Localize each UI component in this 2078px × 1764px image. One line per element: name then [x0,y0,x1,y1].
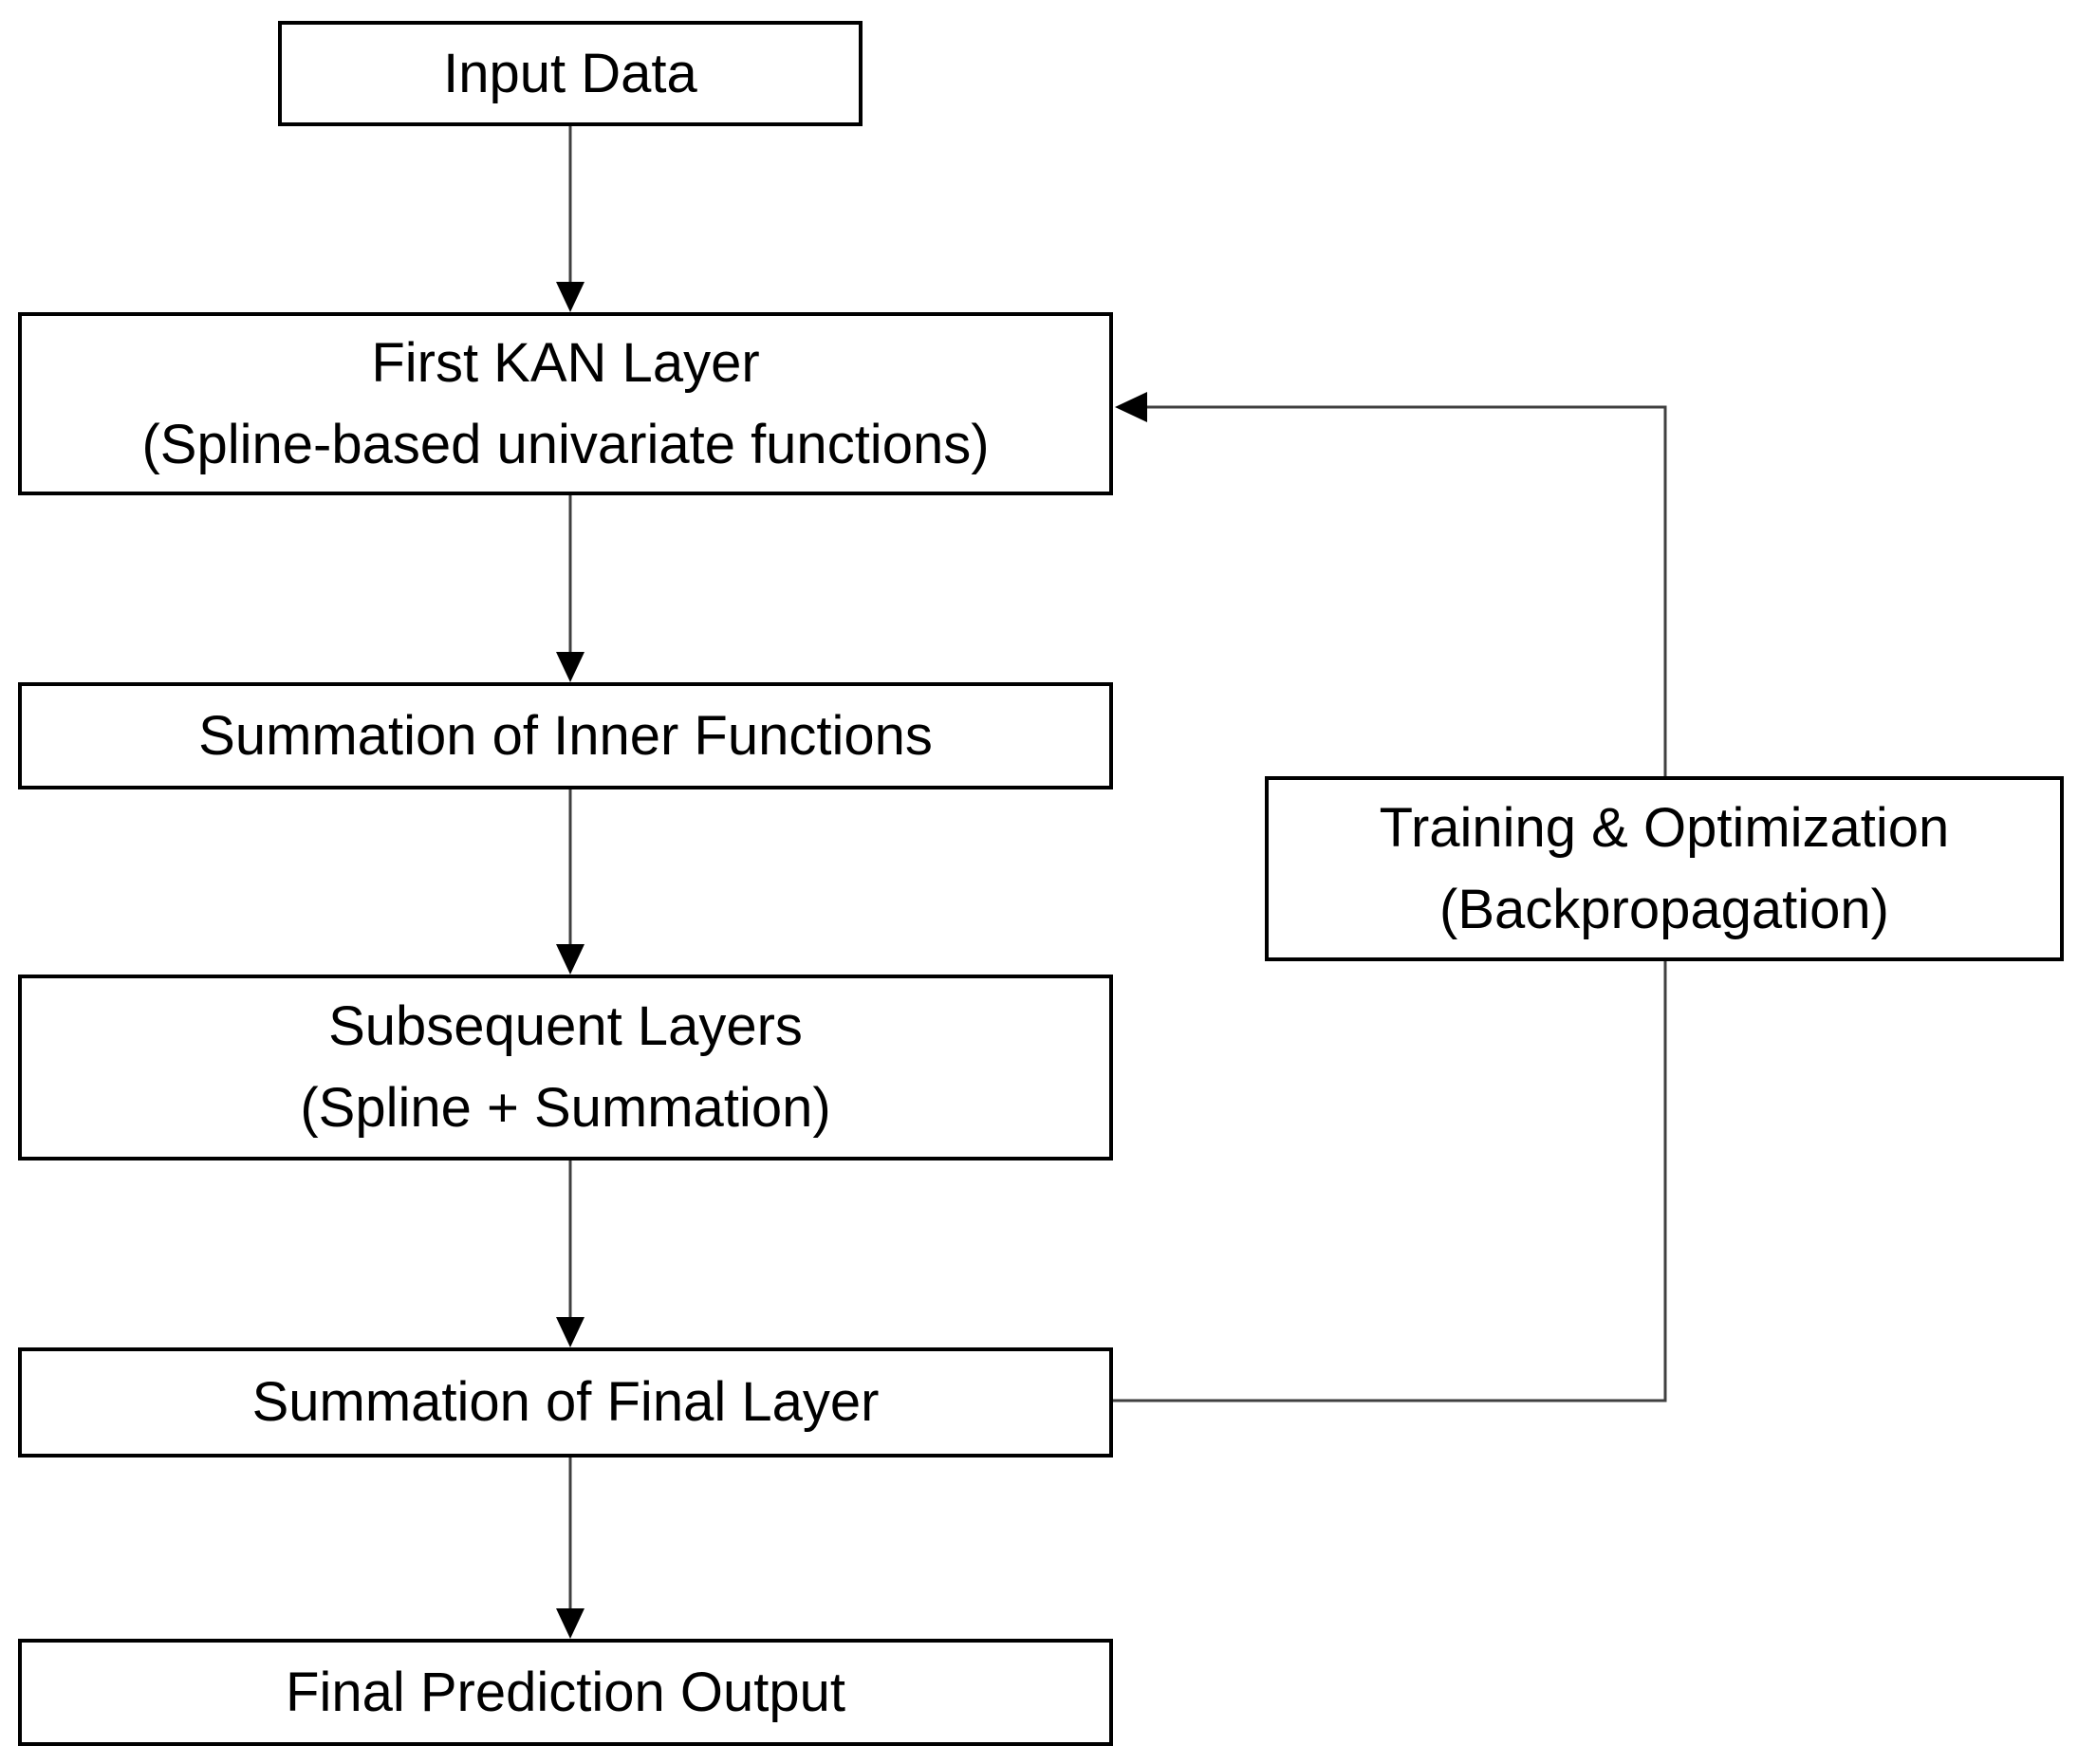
node-subsequent-layers-title: Subsequent Layers [328,995,803,1057]
node-input-data: Input Data [278,21,863,126]
node-first-kan-layer: First KAN Layer (Spline-based univariate… [18,312,1113,495]
node-first-kan-layer-title: First KAN Layer [371,331,760,394]
node-summation-final-label: Summation of Final Layer [251,1371,880,1433]
arrowhead-down-summation-final [556,1317,584,1347]
node-summation-inner: Summation of Inner Functions [18,682,1113,789]
node-first-kan-layer-subtitle: (Spline-based univariate functions) [141,413,990,475]
arrowhead-down-summation-inner [556,652,584,682]
node-final-prediction: Final Prediction Output [18,1639,1113,1746]
arrowhead-left-first-kan [1115,392,1147,422]
arrowhead-down-final-prediction [556,1608,584,1639]
node-summation-inner-label: Summation of Inner Functions [198,704,933,767]
arrowhead-down-subsequent [556,944,584,975]
node-training-optimization-title: Training & Optimization [1379,796,1950,859]
node-training-optimization: Training & Optimization (Backpropagation… [1265,776,2064,961]
arrowhead-down-first-kan [556,282,584,312]
node-summation-final: Summation of Final Layer [18,1347,1113,1458]
node-training-optimization-subtitle: (Backpropagation) [1439,878,1889,940]
node-final-prediction-label: Final Prediction Output [286,1661,845,1723]
node-input-data-label: Input Data [443,42,697,104]
node-subsequent-layers: Subsequent Layers (Spline + Summation) [18,975,1113,1161]
node-subsequent-layers-subtitle: (Spline + Summation) [300,1077,831,1139]
